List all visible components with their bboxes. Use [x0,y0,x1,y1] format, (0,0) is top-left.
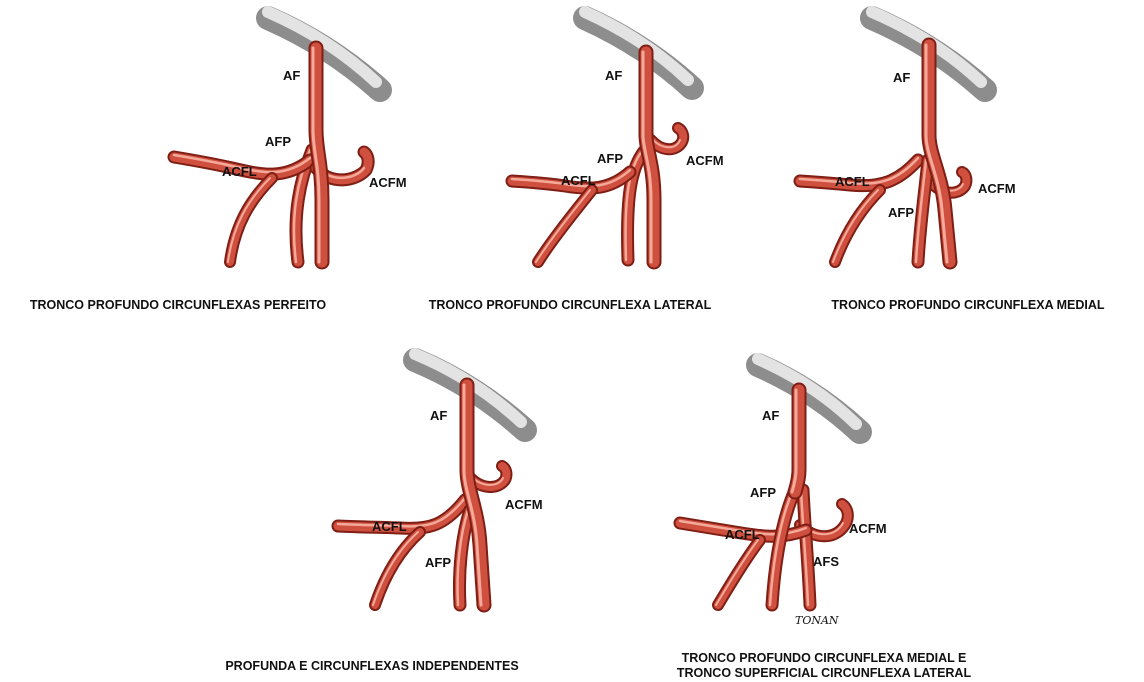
artery-af-vessel [643,52,654,262]
label-afp: AFP [888,205,914,220]
label-afp: AFP [597,151,623,166]
caption-panel-3: TRONCO PROFUNDO CIRCUNFLEXA MEDIAL [831,298,1105,312]
artery-afp-vessel [770,490,795,605]
label-acfl: ACFL [222,164,257,179]
label-af: AF [762,408,779,423]
artist-signature: TONAN [795,614,839,627]
label-afp: AFP [750,485,776,500]
panel-1: AF AFP ACFL ACFM TRONCO PROFUNDO CIRCUNF… [30,12,407,312]
artery-afs-vessel [801,490,810,605]
label-afp: AFP [425,555,451,570]
label-acfl: ACFL [372,519,407,534]
label-acfm: ACFM [369,175,407,190]
label-afs: AFS [813,554,839,569]
label-acfm: ACFM [505,497,543,512]
caption-panel-5-line-2: TRONCO SUPERFICIAL CIRCUNFLEXA LATERAL [677,666,972,680]
artery-afp-vessel [916,160,928,262]
caption-panel-2: TRONCO PROFUNDO CIRCUNFLEXA LATERAL [429,298,712,312]
label-afp: AFP [265,134,291,149]
label-af: AF [283,68,300,83]
artery-af-vessel [926,45,950,262]
caption-panel-1: TRONCO PROFUNDO CIRCUNFLEXAS PERFEITO [30,298,327,312]
caption-panel-4: PROFUNDA E CIRCUNFLEXAS INDEPENDENTES [225,659,518,673]
artery-af-vessel [792,390,799,492]
artery-afp-vessel [457,510,470,605]
label-acfm: ACFM [686,153,724,168]
caption-panel-5-line-1: TRONCO PROFUNDO CIRCUNFLEXA MEDIAL E [682,651,967,665]
panel-3: AF AFP ACFL ACFM TRONCO PROFUNDO CIRCUNF… [800,12,1105,312]
label-acfm: ACFM [849,521,887,536]
artery-af-vessel [313,48,322,262]
panel-2: AF AFP ACFL ACFM TRONCO PROFUNDO CIRCUNF… [429,12,724,312]
label-af: AF [430,408,447,423]
artery-acfl-vessel [338,498,465,605]
label-af: AF [605,68,622,83]
artery-af-vessel [464,385,484,605]
artery-acfm-vessel [651,128,683,149]
panel-5: AF AFP ACFL ACFM AFS TONAN TRONCO PROFUN… [677,359,972,680]
label-acfm: ACFM [978,181,1016,196]
label-acfl: ACFL [561,173,596,188]
panel-4: AF AFP ACFL ACFM PROFUNDA E CIRCUNFLEXAS… [225,354,542,673]
label-acfl: ACFL [725,527,760,542]
label-acfl: ACFL [835,174,870,189]
label-af: AF [893,70,910,85]
